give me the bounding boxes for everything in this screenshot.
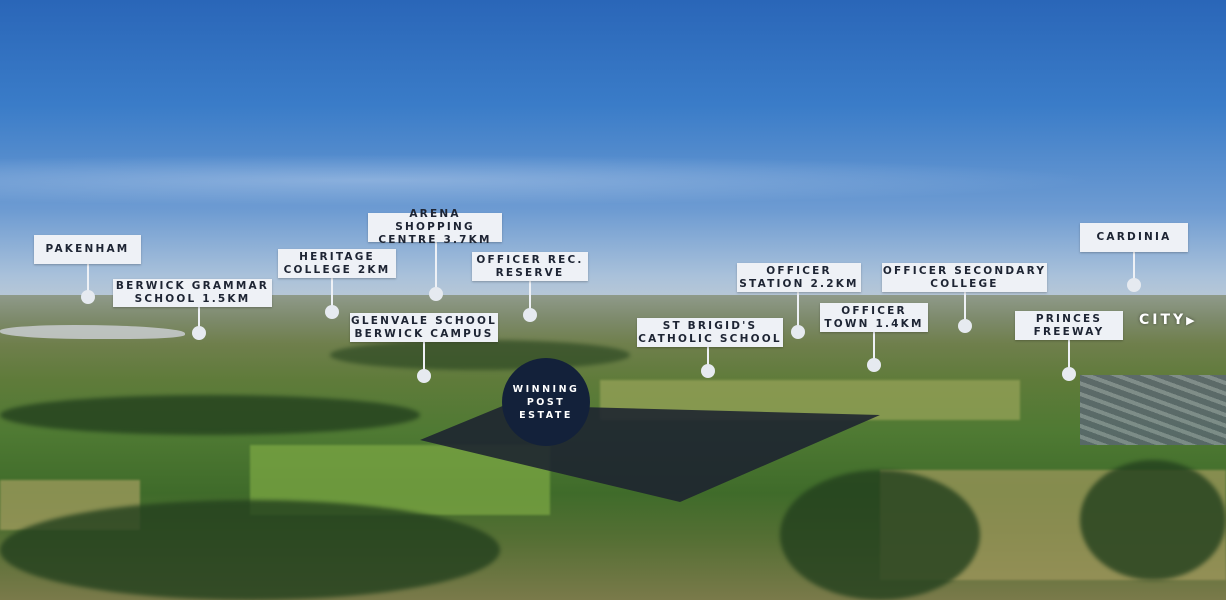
pointer-line [529,281,531,315]
label-text: GLENVALE SCHOOL [351,314,497,327]
label-text: ARENA SHOPPING [395,208,475,233]
location-marker[interactable] [791,325,805,339]
location-marker[interactable] [1062,367,1076,381]
label-text: COLLEGE 2KM [283,263,391,276]
pointer-line [873,332,875,365]
label-text: SCHOOL 1.5KM [134,293,251,305]
label-text: OFFICER SECONDARY [882,264,1047,277]
arrow-right-icon: ▶ [1186,314,1198,327]
pointer-line [423,342,425,376]
pointer-line [87,264,89,297]
estate-area [420,405,880,502]
location-marker[interactable] [701,364,715,378]
pointer-line [1068,340,1070,374]
pointer-line [435,242,437,294]
label-text: BERWICK GRAMMAR [115,280,270,292]
estate-line: POST [526,396,566,408]
location-marker[interactable] [429,287,443,301]
label-text: CARDINIA [1096,231,1172,243]
label-text: COLLEGE [930,277,999,290]
cloud-haze [0,150,1226,210]
pointer-line [797,292,799,332]
location-marker[interactable] [81,290,95,304]
label-cardinia[interactable]: CARDINIA [1080,223,1188,252]
pointer-line [1133,252,1135,285]
pointer-line [198,307,200,333]
tree-line [1080,460,1226,580]
label-text: STATION 2.2KM [739,277,859,290]
location-marker[interactable] [867,358,881,372]
label-pakenham[interactable]: PAKENHAM [34,235,141,264]
pointer-line [707,347,709,371]
label-text: TOWN 1.4KM [824,317,924,330]
label-text: HERITAGE [299,250,375,263]
location-marker[interactable] [958,319,972,333]
city-direction: CITY▶ [1139,312,1198,328]
label-text: OFFICER [766,264,832,277]
location-marker[interactable] [325,305,339,319]
label-text: ST BRIGID'S [662,319,758,332]
city-label: CITY [1139,312,1187,328]
label-text: BERWICK CAMPUS [354,327,494,340]
sky [0,0,1226,300]
label-text: FREEWAY [1033,325,1105,338]
estate-line: WINNING [512,383,580,395]
suburb-housing [1080,375,1226,445]
label-text: PAKENHAM [45,243,130,255]
lake [0,325,185,339]
label-text: PRINCES [1035,312,1103,325]
label-text: OFFICER REC. [476,253,584,266]
winning-post-estate-badge[interactable]: WINNING POST ESTATE [502,358,590,446]
location-marker[interactable] [192,326,206,340]
tree-line [330,340,630,370]
tree-line [0,500,500,600]
location-marker[interactable] [523,308,537,322]
tree-line [0,395,420,435]
pointer-line [331,278,333,312]
label-text: CATHOLIC SCHOOL [638,332,782,345]
location-marker[interactable] [1127,278,1141,292]
tree-line [780,470,980,600]
location-marker[interactable] [417,369,431,383]
label-text: CENTRE 3.7KM [378,234,492,246]
label-text: RESERVE [495,266,565,279]
label-text: OFFICER [841,304,907,317]
label-officer-rec[interactable]: OFFICER REC.RESERVE [472,252,588,281]
pointer-line [964,292,966,326]
estate-line: ESTATE [519,409,573,421]
